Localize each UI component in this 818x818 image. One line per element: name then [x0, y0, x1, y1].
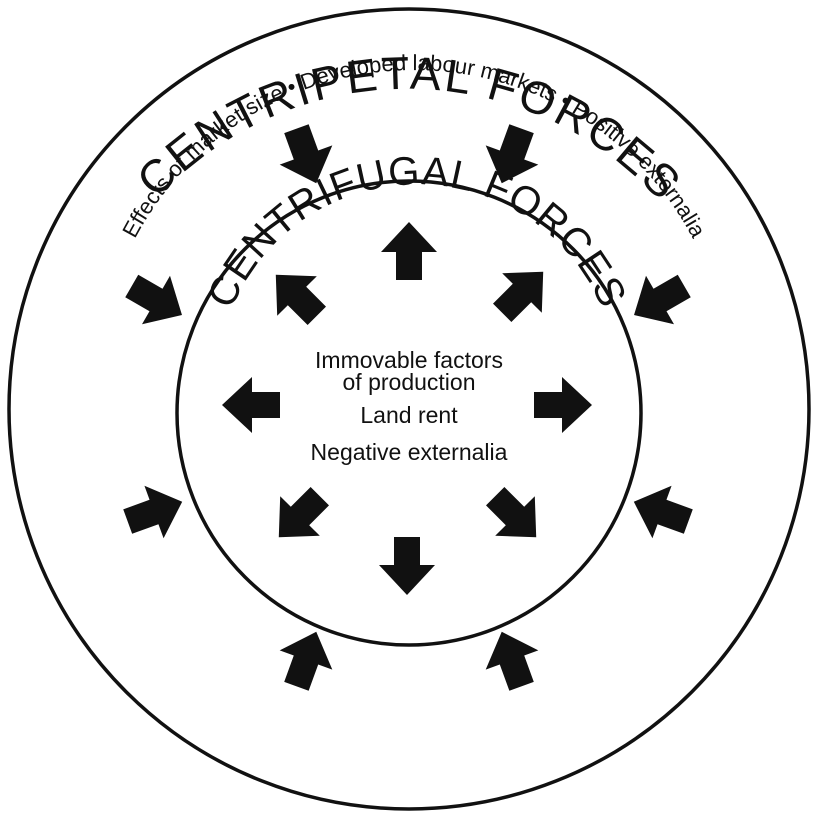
outward-arrow-left	[222, 377, 280, 433]
outward-arrow-up	[381, 222, 437, 280]
inward-arrow-upper-left	[117, 261, 196, 340]
inward-arrow-upper-right	[620, 261, 699, 340]
outward-arrow-down	[379, 537, 435, 595]
outward-arrow-down-right	[475, 476, 557, 558]
outward-arrow-up-right	[482, 251, 564, 333]
inward-arrow-lower-left	[118, 475, 192, 548]
inward-arrow-lower-right	[624, 475, 698, 548]
factor-line-1: Immovable factors	[315, 347, 503, 373]
factor-line-2: of production	[343, 369, 476, 395]
outer-ring	[7, 7, 811, 811]
factor-line-4: Negative externalia	[311, 439, 508, 465]
inner-ring	[175, 179, 643, 647]
factor-line-3: Land rent	[360, 402, 458, 428]
outward-arrow-down-left	[258, 476, 340, 558]
outward-arrow-up-left	[255, 254, 337, 336]
outward-arrow-right	[534, 377, 592, 433]
